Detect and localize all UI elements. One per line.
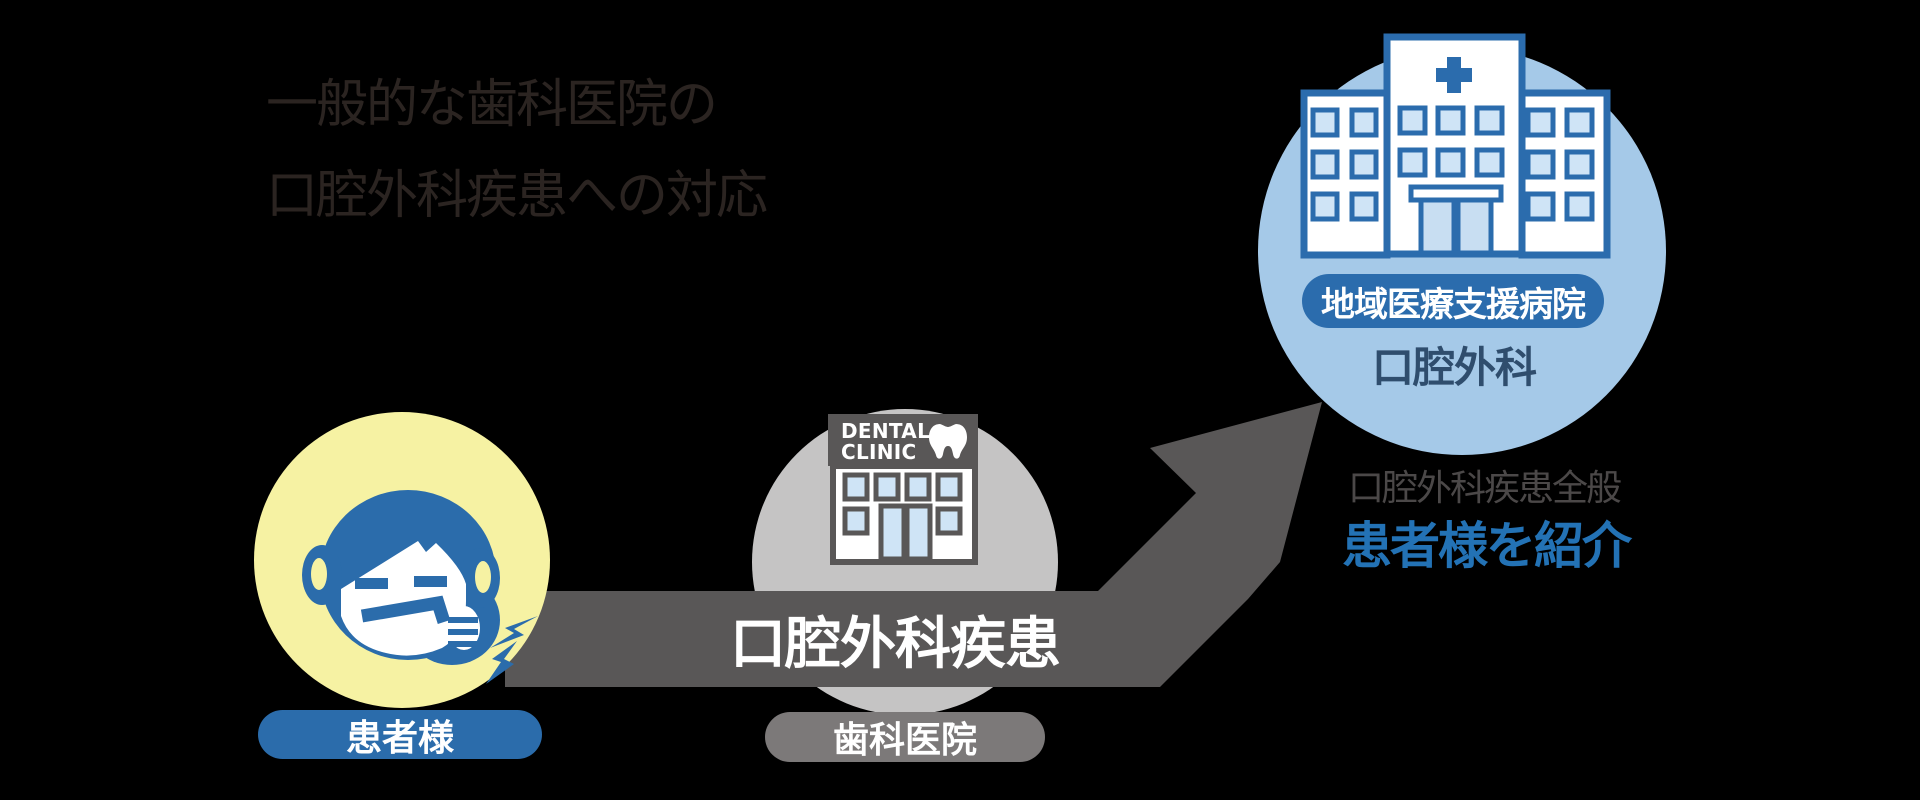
referral-emphasis: 患者様を紹介 <box>1342 517 1632 575</box>
patient-label-pill: 患者様 <box>258 710 542 759</box>
referral-note: 口腔外科疾患全般 <box>1348 468 1622 509</box>
arrow-label: 口腔外科疾患 <box>730 611 1061 677</box>
clinic-sign: DENTAL CLINIC <box>841 421 930 463</box>
patient-circle <box>254 412 550 708</box>
hospital-department-label: 口腔外科 <box>1372 343 1537 392</box>
diagram-title-line2: 口腔外科疾患への対応 <box>266 166 768 226</box>
clinic-label-pill: 歯科医院 <box>765 712 1045 762</box>
diagram-title-line1: 一般的な歯科医院の <box>266 75 718 135</box>
clinic-sign-line1: DENTAL <box>841 419 931 443</box>
clinic-sign-line2: CLINIC <box>841 440 917 464</box>
diagram-title: 一般的な歯科医院の 口腔外科疾患への対応 <box>266 60 768 242</box>
hospital-badge-pill: 地域医療支援病院 <box>1302 274 1604 328</box>
